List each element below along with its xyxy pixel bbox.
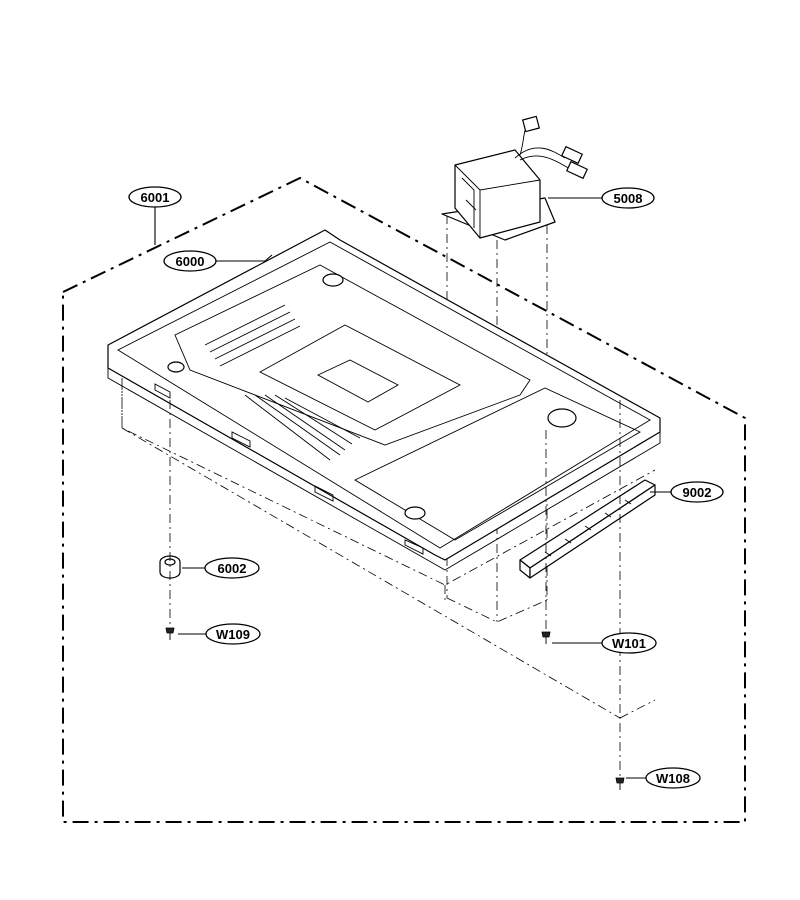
assembly-boundary [62, 176, 746, 823]
svg-text:6000: 6000 [176, 254, 205, 269]
screw-w108 [615, 777, 625, 790]
projection-box [121, 378, 656, 719]
svg-text:9002: 9002 [683, 485, 712, 500]
svg-text:6001: 6001 [141, 190, 170, 205]
screw-w101 [541, 631, 551, 644]
callout-6002: 6002 [204, 557, 260, 579]
callout-9002: 9002 [670, 481, 724, 503]
svg-text:5008: 5008 [614, 191, 643, 206]
svg-text:W108: W108 [656, 771, 690, 786]
base-plate [107, 229, 661, 571]
callout-w101: W101 [601, 632, 657, 654]
screw-w109 [165, 627, 175, 640]
callout-6000: 6000 [163, 250, 217, 272]
svg-text:6002: 6002 [218, 561, 247, 576]
callout-6001: 6001 [128, 186, 182, 208]
transformer [441, 115, 588, 241]
svg-text:W101: W101 [612, 636, 646, 651]
callout-5008: 5008 [601, 187, 655, 209]
callout-w108: W108 [645, 767, 701, 789]
leader-lines [154, 197, 672, 779]
foam-strip [519, 479, 656, 579]
callout-w109: W109 [205, 623, 261, 645]
svg-text:W109: W109 [216, 627, 250, 642]
